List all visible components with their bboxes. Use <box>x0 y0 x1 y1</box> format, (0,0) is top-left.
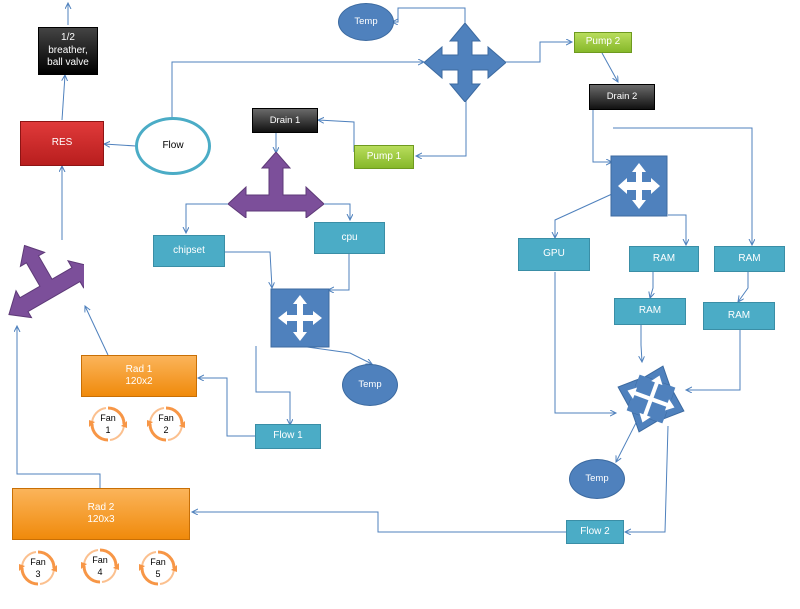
gpu-box: GPU <box>518 238 590 271</box>
four-way-arrow-icon <box>270 288 330 348</box>
fan-1-label: Fan 1 <box>100 412 116 435</box>
four-way-arrow-icon <box>617 365 685 433</box>
cpu-box: cpu <box>314 222 385 254</box>
temp-sensor-mid: Temp <box>342 364 398 406</box>
chipset-box: chipset <box>153 235 225 267</box>
connector-splitter-pump2 <box>505 42 572 63</box>
connector-pump2-drain2 <box>601 52 618 82</box>
circular-arrows-icon <box>19 550 57 586</box>
four-way-arrow-icon <box>610 155 668 217</box>
drain-1-box: Drain 1 <box>252 108 318 133</box>
ram-box-1: RAM <box>629 246 699 272</box>
connector-rad2-purpleleft <box>17 326 101 488</box>
radiator-2-box: Rad 2 120x3 <box>12 488 190 540</box>
fan-4-label: Fan 4 <box>92 554 108 577</box>
ram-box-3: RAM <box>614 298 686 325</box>
ram-box-2: RAM <box>714 246 785 272</box>
connector-purple-chipset <box>186 203 233 233</box>
connector-mid-flow1 <box>255 346 290 425</box>
fan-2-label: Fan 2 <box>158 412 174 435</box>
connector-gpu-bottom <box>554 272 616 413</box>
connector-flow-res <box>104 144 137 146</box>
connector-ram1-ram3 <box>650 272 653 298</box>
fan-3: Fan 3 <box>18 548 58 588</box>
pump-1-box: Pump 1 <box>354 145 414 169</box>
fan-4: Fan 4 <box>80 546 120 586</box>
drain-2-box: Drain 2 <box>589 84 655 110</box>
connector-right-ram1 <box>668 214 686 245</box>
three-way-arrow-icon <box>8 244 84 319</box>
circular-arrows-icon <box>89 406 127 442</box>
connector-flow-splitter <box>171 62 424 118</box>
connector-flow2-rad2 <box>192 512 566 533</box>
connector-rad1-purpleleft <box>85 306 109 356</box>
connector-mid-temp <box>299 345 372 364</box>
connector-bottom-flow2 <box>625 425 669 532</box>
circular-arrows-icon <box>147 406 185 442</box>
fan-5-label: Fan 5 <box>150 556 166 579</box>
connector-purple-cpu <box>322 203 350 220</box>
temp-sensor-top: Temp <box>338 3 394 41</box>
connector-right-ram2 <box>613 127 752 245</box>
circular-arrows-icon <box>81 548 119 584</box>
breather-box: 1/2 breather, ball valve <box>38 27 98 75</box>
connector-splitter-pump1 <box>416 100 467 156</box>
connector-drain2-right <box>592 110 612 162</box>
temp-sensor-right: Temp <box>569 459 625 499</box>
reservoir-box: RES <box>20 121 104 166</box>
connector-ram4-bottom <box>686 330 741 390</box>
connector-ram3-bottom <box>641 325 642 362</box>
flow-1-box: Flow 1 <box>255 424 321 449</box>
flow-meter-circle: Flow <box>135 117 211 175</box>
connector-flow1-rad1 <box>198 378 255 437</box>
connector-chipset-mid <box>224 251 272 288</box>
connector-cpu-mid <box>328 254 350 290</box>
ram-box-4: RAM <box>703 302 775 330</box>
connector-ram2-ram4 <box>738 272 749 302</box>
connector-pump1-drain1 <box>318 120 355 152</box>
radiator-1-box: Rad 1 120x2 <box>81 355 197 397</box>
connector-res-breather <box>61 75 65 121</box>
circular-arrows-icon <box>139 550 177 586</box>
four-way-arrow-icon <box>424 23 506 102</box>
fan-2: Fan 2 <box>146 404 186 444</box>
fan-5: Fan 5 <box>138 548 178 588</box>
flow-2-box: Flow 2 <box>566 520 624 544</box>
three-way-arrow-icon <box>228 152 324 218</box>
fan-1: Fan 1 <box>88 404 128 444</box>
fan-3-label: Fan 3 <box>30 556 46 579</box>
pump-2-box: Pump 2 <box>574 32 632 53</box>
connector-splitter-temp <box>392 7 466 24</box>
connector-right-gpu <box>555 193 613 238</box>
